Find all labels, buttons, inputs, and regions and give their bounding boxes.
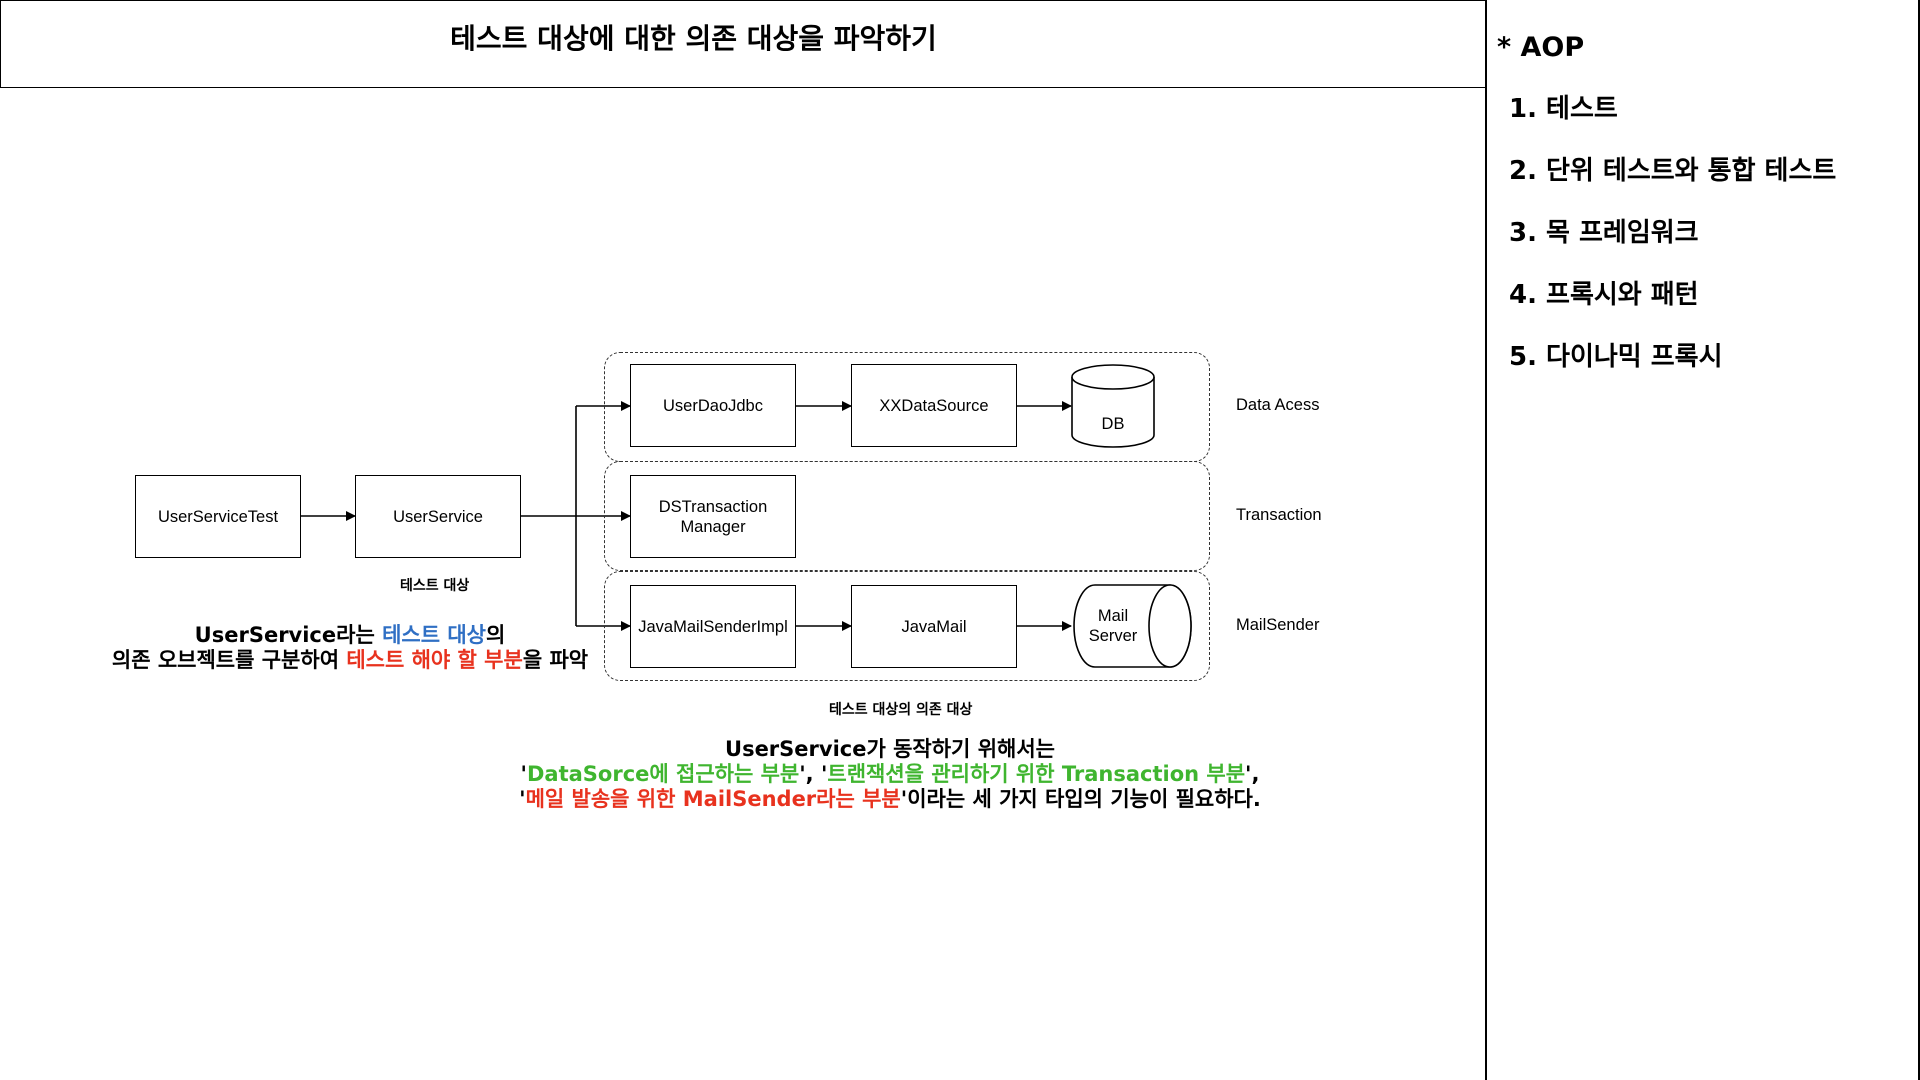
sidebar-item-mock-framework: 3. 목 프레임워크 (1509, 218, 1699, 248)
sidebar-item-dynamic-proxy: 5. 다이나믹 프록시 (1509, 342, 1723, 372)
data-access-label: Data Acess (1236, 396, 1320, 414)
transaction-label: Transaction (1236, 506, 1322, 524)
sidebar-item-proxy-pattern: 4. 프록시와 패턴 (1509, 280, 1699, 310)
user-dao-jdbc-box: UserDaoJdbc (630, 364, 796, 447)
left-note-line-2: 의존 오브젝트를 구분하여 테스트 해야 할 부분을 파악 (100, 648, 600, 673)
bottom-note-text: ' (519, 787, 526, 811)
diagram-connectors (301, 364, 1192, 668)
java-mail-box: JavaMail (851, 585, 1017, 668)
left-note-highlight-blue: 테스트 대상 (382, 623, 486, 647)
mail-server-label-1: Mail (1097, 607, 1129, 625)
group-mail-sender (604, 571, 1210, 681)
user-service-box: UserService (355, 475, 521, 558)
page-title: 테스트 대상에 대한 의존 대상을 파악하기 (450, 22, 937, 55)
bottom-note-line-2: 'DataSorce에 접근하는 부분', '트랜잭션을 관리하기 위한 Tra… (420, 762, 1360, 787)
bottom-note-highlight-red: 메일 발송을 위한 MailSender라는 부분 (525, 787, 901, 811)
bottom-note: UserService가 동작하기 위해서는 'DataSorce에 접근하는 … (420, 737, 1360, 812)
sidebar-item-unit-integration-test: 2. 단위 테스트와 통합 테스트 (1509, 156, 1837, 186)
user-service-test-label: UserServiceTest (157, 507, 279, 526)
title-bar: 테스트 대상에 대한 의존 대상을 파악하기 (0, 0, 1486, 88)
user-dao-jdbc-label: UserDaoJdbc (663, 396, 763, 415)
sidebar-heading: * AOP (1497, 32, 1585, 63)
left-note-line-1: UserService라는 테스트 대상의 (100, 623, 600, 648)
java-mail-sender-impl-box: JavaMailSenderImpl (630, 585, 796, 668)
bottom-note-highlight-green: DataSorce에 접근하는 부분 (526, 762, 800, 786)
bottom-note-text: ' (520, 762, 527, 786)
bottom-note-text: ', ' (799, 762, 828, 786)
mail-server-label-2: Server (1088, 627, 1138, 645)
xx-data-source-box: XXDataSource (851, 364, 1017, 447)
bottom-note-line-3: '메일 발송을 위한 MailSender라는 부분'이라는 세 가지 타입의 … (420, 787, 1360, 812)
sidebar: * AOP 1. 테스트 2. 단위 테스트와 통합 테스트 3. 목 프레임워… (1489, 0, 1920, 1080)
left-note-text: UserService라는 (194, 623, 383, 647)
sidebar-list: 1. 테스트 2. 단위 테스트와 통합 테스트 3. 목 프레임워크 4. 프… (1509, 92, 1836, 402)
mail-server-cylinder-shape (1073, 584, 1192, 668)
bottom-note-text: ', (1245, 762, 1260, 786)
bottom-note-line-1: UserService가 동작하기 위해서는 (725, 737, 1055, 761)
db-cylinder-shape (1071, 364, 1155, 448)
xx-data-source-label: XXDataSource (879, 396, 989, 415)
left-note: UserService라는 테스트 대상의 의존 오브젝트를 구분하여 테스트 … (100, 623, 600, 673)
mail-server-label: Mail Server (1078, 606, 1148, 646)
main-panel: 테스트 대상에 대한 의존 대상을 파악하기 (0, 0, 1487, 1080)
java-mail-label: JavaMail (901, 617, 967, 636)
mail-sender-label: MailSender (1236, 616, 1320, 634)
left-note-text: 의 (486, 623, 506, 647)
bottom-note-text: '이라는 세 가지 타입의 기능이 필요하다. (900, 787, 1261, 811)
group-transaction (604, 461, 1210, 571)
user-service-label: UserService (393, 507, 483, 526)
ds-transaction-manager-label-2: Manager (680, 517, 746, 536)
left-note-text: 을 파악 (522, 648, 589, 672)
test-target-caption: 테스트 대상 (400, 578, 470, 594)
left-note-text: 의존 오브젝트를 구분하여 (111, 648, 347, 672)
left-note-highlight-red: 테스트 해야 할 부분 (346, 648, 523, 672)
ds-transaction-manager-box: DSTransaction Manager (630, 475, 796, 558)
user-service-test-box: UserServiceTest (135, 475, 301, 558)
dependencies-caption: 테스트 대상의 의존 대상 (829, 702, 973, 718)
java-mail-sender-impl-label: JavaMailSenderImpl (638, 617, 788, 636)
db-label: DB (1101, 415, 1125, 433)
bottom-note-highlight-green: 트랜잭션을 관리하기 위한 Transaction 부분 (827, 762, 1246, 786)
sidebar-item-test: 1. 테스트 (1509, 94, 1618, 124)
ds-transaction-manager-label-1: DSTransaction (658, 497, 768, 516)
